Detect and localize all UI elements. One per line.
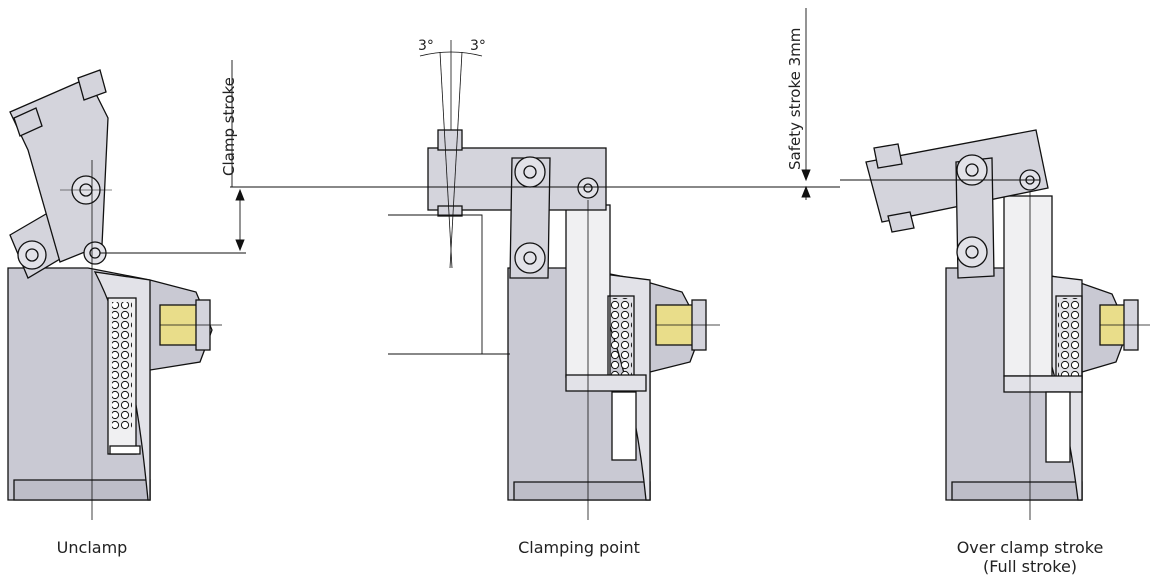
over-clamp-springs [1058, 298, 1080, 376]
safety-stroke-label: Safety stroke 3mm [786, 27, 804, 170]
caption-clamping-point-text: Clamping point [518, 538, 640, 557]
clamping-point-clamp [388, 40, 720, 520]
unclamp-clamp [7, 69, 222, 520]
unclamp-pivot-left [17, 240, 47, 270]
clamping-piston [565, 374, 647, 392]
caption-over-clamp-line1: Over clamp stroke [956, 538, 1104, 557]
unclamp-body-base [13, 479, 151, 501]
clamping-pivot-lower [514, 242, 546, 274]
clamping-pivot-upper [514, 156, 546, 188]
caption-unclamp-text: Unclamp [56, 538, 128, 557]
unclamp-springs [112, 302, 132, 430]
clamping-lower-slot [611, 391, 637, 461]
over-clamp-pivot-lower [956, 236, 988, 268]
unclamp-bolt-head [13, 107, 43, 137]
clamping-bolt-nut [437, 129, 463, 151]
caption-over-clamp-line2: (Full stroke) [982, 557, 1078, 576]
unclamp-bolt-nut [77, 69, 107, 101]
over-clamp-pivot-upper [956, 154, 988, 186]
angle-line-right [449, 51, 463, 269]
over-clamp-clamp [865, 129, 1150, 520]
caption-clamping-point: Clamping point [494, 538, 664, 557]
caption-over-clamp: Over clamp stroke (Full stroke) [930, 538, 1130, 576]
over-clamp-lower-slot [1045, 391, 1071, 463]
clamping-pivot-right [577, 177, 599, 199]
over-clamp-body-base [951, 481, 1083, 501]
clamping-body-base [513, 481, 651, 501]
clamp-stroke-label: Clamp stroke [220, 77, 238, 176]
workpiece-outline [388, 214, 483, 355]
angle-line-left [439, 51, 453, 269]
over-clamp-plunger-slot [1003, 195, 1053, 377]
clamping-bolt-tip [437, 205, 463, 217]
angle-label-left: 3° [418, 38, 434, 54]
over-clamp-bolt-nut [873, 143, 903, 169]
angle-label-right: 3° [470, 38, 486, 54]
dimension-lines [100, 8, 1040, 254]
clamping-springs [610, 298, 632, 376]
over-clamp-bolt-tip [887, 211, 915, 233]
over-clamp-piston [1003, 375, 1083, 393]
caption-unclamp: Unclamp [32, 538, 152, 557]
unclamp-piston-ring [109, 445, 141, 455]
